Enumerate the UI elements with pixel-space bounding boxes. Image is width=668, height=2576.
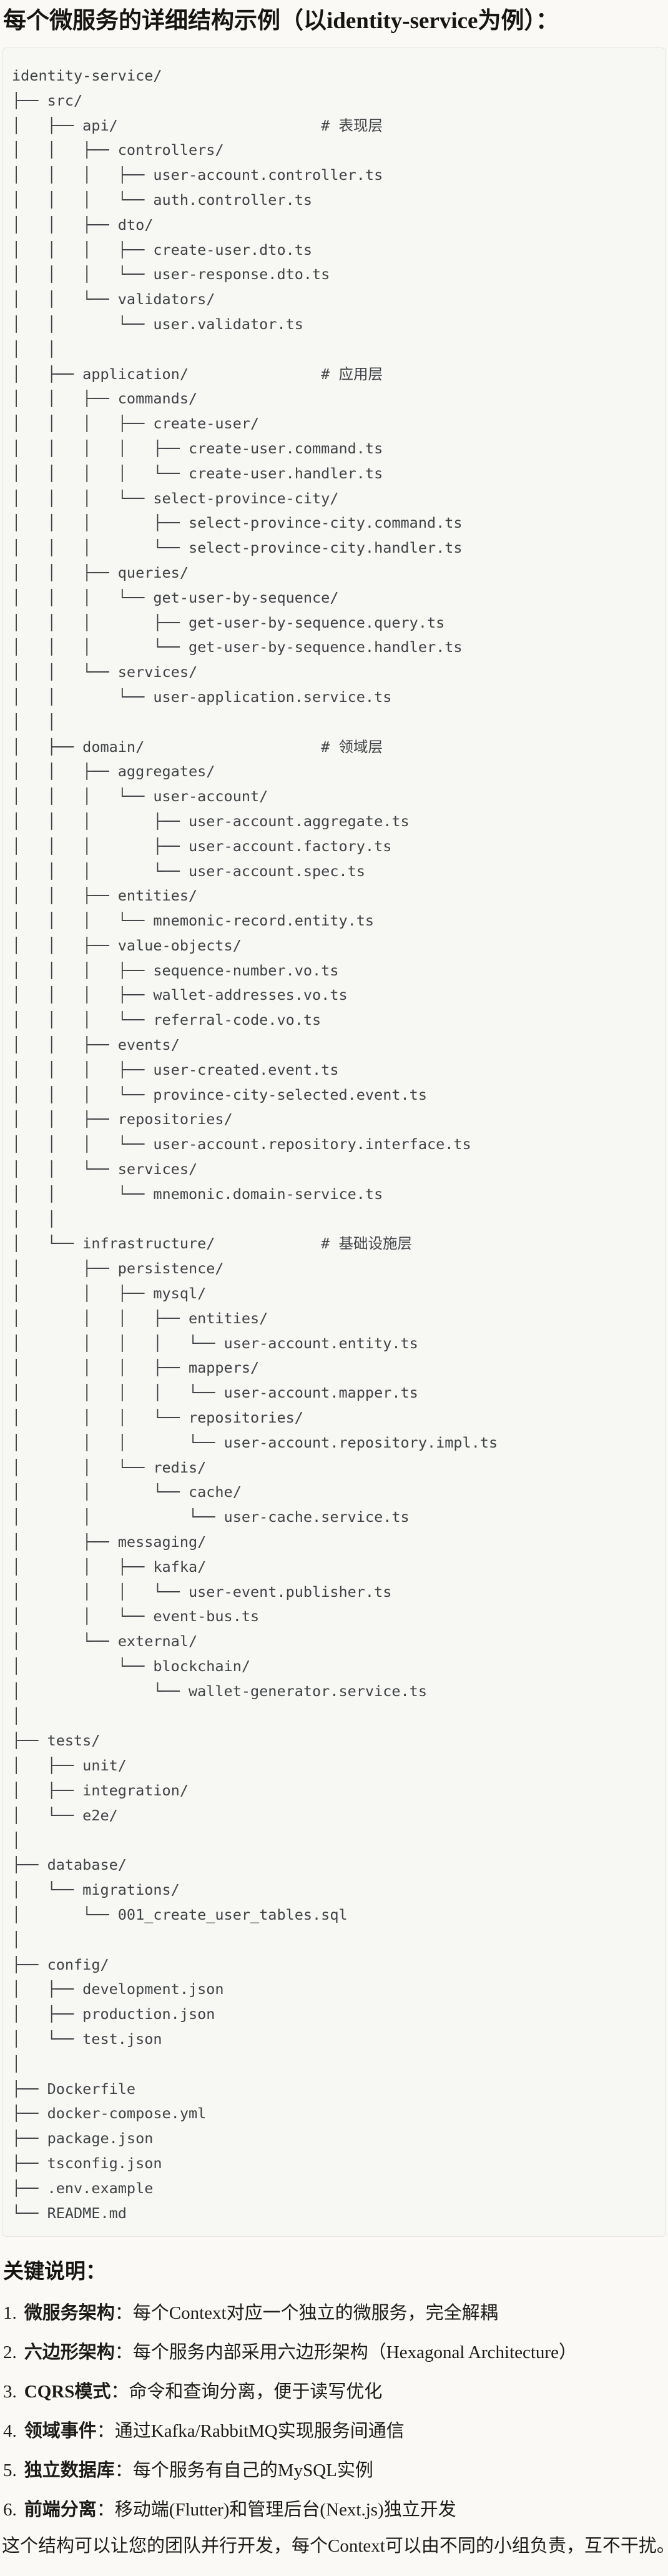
note-text: 通过Kafka/RabbitMQ实现服务间通信 <box>114 2421 405 2442</box>
note-number: 5. <box>3 2460 17 2481</box>
note-separator: ： <box>114 2342 133 2363</box>
note-separator: ： <box>114 2460 133 2481</box>
note-label: 六边形架构 <box>24 2342 115 2363</box>
note-text: 每个Context对应一个独立的微服务，完全解耦 <box>132 2303 498 2324</box>
note-item: 4. 领域事件：通过Kafka/RabbitMQ实现服务间通信 <box>3 2419 666 2444</box>
note-number: 3. <box>3 2382 17 2402</box>
note-separator: ： <box>111 2382 129 2402</box>
note-text: 每个服务有自己的MySQL实例 <box>132 2460 373 2481</box>
note-number: 2. <box>3 2342 17 2363</box>
notes-heading: 关键说明： <box>3 2261 106 2284</box>
note-item: 5. 独立数据库：每个服务有自己的MySQL实例 <box>3 2458 666 2484</box>
document-body: 每个微服务的详细结构示例（以identity-service为例）： ident… <box>0 5 668 2570</box>
note-label: CQRS模式 <box>24 2382 111 2402</box>
note-item: 6. 前端分离：移动端(Flutter)和管理后台(Next.js)独立开发 <box>3 2497 666 2523</box>
page-title: 每个微服务的详细结构示例（以identity-service为例）： <box>3 8 559 34</box>
note-separator: ： <box>96 2500 115 2520</box>
note-number: 6. <box>3 2500 17 2520</box>
note-separator: ： <box>96 2421 115 2442</box>
note-text: 每个服务内部采用六边形架构（Hexagonal Architecture） <box>132 2342 577 2363</box>
code-block: identity-service/ ├── src/ │ ├── api/ # … <box>2 47 666 2238</box>
note-item: 1. 微服务架构：每个Context对应一个独立的微服务，完全解耦 <box>3 2301 666 2326</box>
note-separator: ： <box>114 2303 133 2324</box>
note-label: 微服务架构 <box>24 2303 115 2324</box>
note-number: 4. <box>3 2421 17 2442</box>
note-text: 移动端(Flutter)和管理后台(Next.js)独立开发 <box>114 2500 456 2520</box>
note-number: 1. <box>3 2303 17 2324</box>
note-item: 2. 六边形架构：每个服务内部采用六边形架构（Hexagonal Architec… <box>3 2340 666 2366</box>
note-label: 领域事件 <box>24 2421 97 2442</box>
note-item: 3. CQRS模式：命令和查询分离，便于读写优化 <box>3 2379 666 2405</box>
note-label: 前端分离 <box>24 2500 97 2520</box>
note-label: 独立数据库 <box>24 2460 115 2481</box>
note-text: 命令和查询分离，便于读写优化 <box>129 2382 383 2402</box>
file-tree: identity-service/ ├── src/ │ ├── api/ # … <box>12 67 498 2222</box>
closing-paragraph: 这个结构可以让您的团队并行开发，每个Context可以由不同的小组负责，互不干扰… <box>2 2536 668 2557</box>
